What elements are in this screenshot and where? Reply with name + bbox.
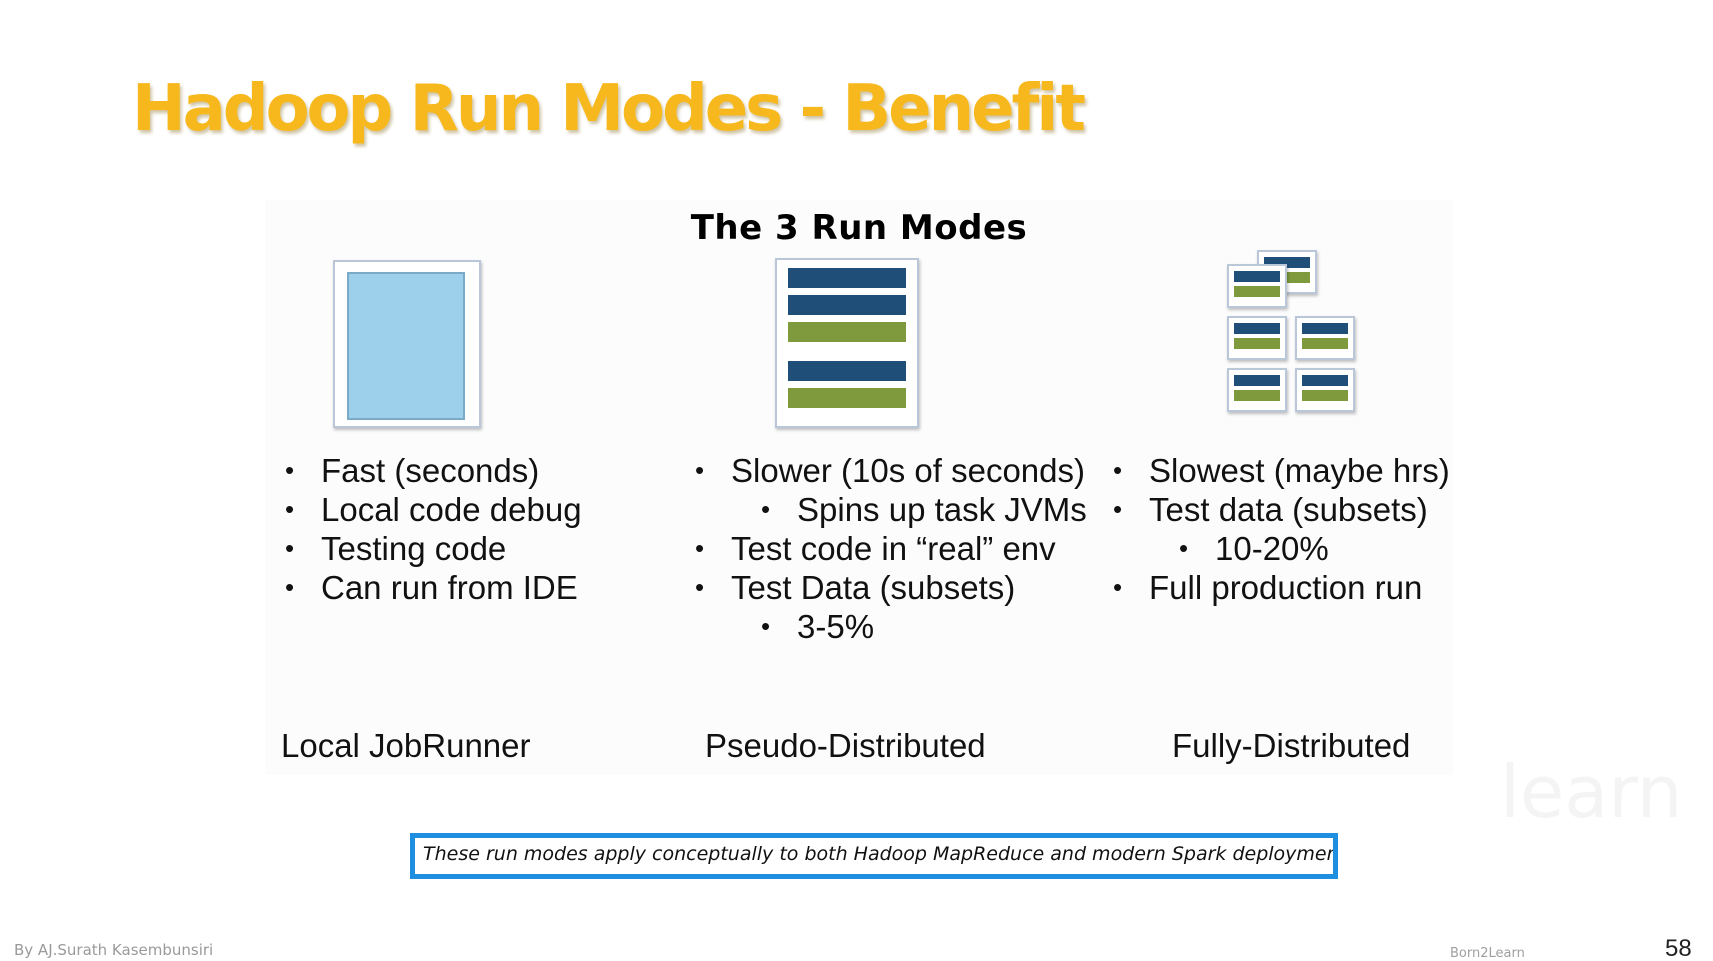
list-subitem: 3-5% (731, 607, 1087, 646)
slide-title: Hadoop Run Modes - Benefit (132, 72, 1086, 146)
list-item: Local code debug (285, 490, 582, 529)
list-item: Testing code (285, 529, 582, 568)
footer-brand: Born2Learn (1450, 946, 1525, 961)
mode-label-local: Local JobRunner (281, 727, 531, 764)
note-callout: These run modes apply conceptually to bo… (410, 833, 1338, 879)
list-item: Fast (seconds) (285, 451, 582, 490)
cluster-nodes-icon (1227, 250, 1367, 420)
single-sheet-icon (333, 260, 481, 428)
list-item: Can run from IDE (285, 568, 582, 607)
list-subitem: Spins up task JVMs (731, 490, 1087, 529)
list-item: Slowest (maybe hrs) (1113, 451, 1450, 490)
stacked-bars-sheet-icon (775, 258, 921, 428)
local-benefits-list: Fast (seconds) Local code debug Testing … (285, 451, 582, 607)
watermark-logo: learn (1500, 750, 1683, 834)
fully-benefits-list: Slowest (maybe hrs) Test data (subsets) … (1113, 451, 1450, 607)
pseudo-benefits-list: Slower (10s of seconds) Spins up task JV… (695, 451, 1087, 646)
list-item: Full production run (1113, 568, 1450, 607)
list-item: Test code in “real” env (695, 529, 1087, 568)
mode-label-fully: Fully-Distributed (1172, 727, 1411, 764)
mode-label-pseudo: Pseudo-Distributed (705, 727, 986, 764)
panel-title: The 3 Run Modes (690, 208, 1028, 248)
footer-author: By AJ.Surath Kasembunsiri (14, 941, 214, 959)
list-item: Test Data (subsets) (695, 568, 1087, 607)
list-item: Test data (subsets) (1113, 490, 1450, 529)
run-modes-panel: The 3 Run Modes (265, 200, 1453, 775)
list-item: Slower (10s of seconds) (695, 451, 1087, 490)
page-number: 58 (1665, 935, 1692, 961)
list-subitem: 10-20% (1149, 529, 1450, 568)
